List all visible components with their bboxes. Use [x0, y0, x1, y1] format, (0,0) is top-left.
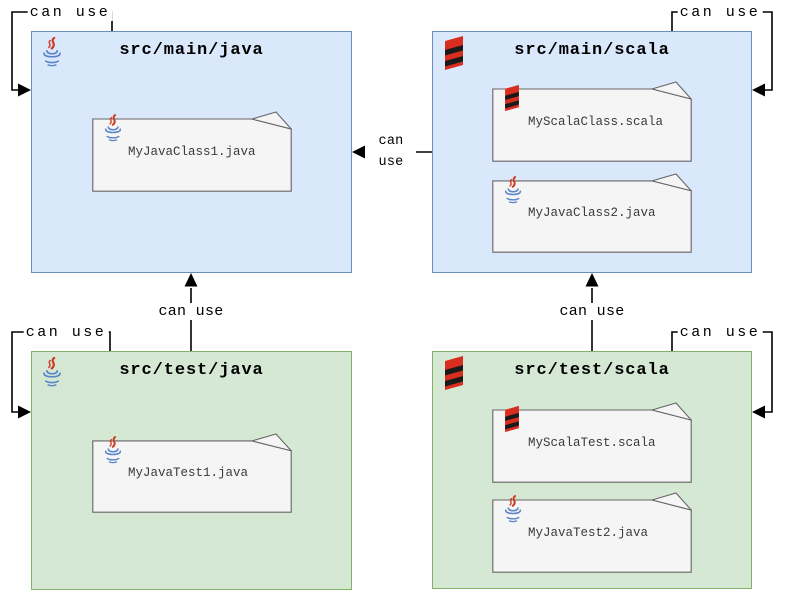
scala-icon	[502, 84, 522, 112]
edge-label-can-use: can use	[677, 4, 763, 21]
arrowhead	[18, 83, 31, 97]
edge-label-can-use: can use	[23, 324, 109, 341]
arrowhead	[352, 145, 365, 159]
edge-label-can-use: can use	[27, 4, 113, 21]
file-name: MyJavaClass1.java	[128, 144, 256, 159]
arrowhead	[752, 405, 765, 419]
arrowhead	[752, 83, 765, 97]
arrowhead	[18, 405, 31, 419]
source-set-box-main-java: src/main/java MyJavaClass1.java	[31, 31, 352, 273]
file-name: MyJavaClass2.java	[528, 206, 656, 220]
source-set-box-test-java: src/test/java MyJavaTest1.java	[31, 351, 352, 590]
java-icon	[102, 436, 124, 466]
source-set-box-test-scala: src/test/scala MyScalaTest.scala MyJavaT…	[432, 351, 752, 589]
source-set-title: src/main/scala	[514, 41, 670, 60]
java-icon	[502, 495, 524, 525]
scala-icon	[502, 405, 522, 433]
file-card-myjavaclass2: MyJavaClass2.java	[492, 173, 692, 253]
source-set-box-main-scala: src/main/scala MyScalaClass.scala MyJava…	[432, 31, 752, 273]
file-card-myjavatest2: MyJavaTest2.java	[492, 492, 692, 573]
file-name: MyJavaTest1.java	[128, 466, 249, 480]
file-card-myjavatest1: MyJavaTest1.java	[92, 433, 292, 513]
source-set-title: src/main/java	[119, 41, 264, 60]
arrowhead	[585, 273, 599, 287]
java-icon	[102, 114, 124, 144]
edge-label-can-use: can use	[156, 303, 226, 320]
file-card-myjavaclass1: MyJavaClass1.java	[92, 111, 292, 192]
arrowhead	[184, 273, 198, 287]
edge-label-can-use: can use	[677, 324, 763, 341]
java-icon	[502, 176, 524, 206]
edge-label-can-use: can use	[366, 131, 416, 173]
file-name: MyScalaClass.scala	[528, 114, 664, 129]
file-card-myscalatest: MyScalaTest.scala	[492, 402, 692, 483]
file-card-myscalaclass: MyScalaClass.scala	[492, 81, 692, 162]
source-set-title: src/test/java	[119, 361, 264, 380]
file-name: MyScalaTest.scala	[528, 435, 656, 450]
edge-label-can-use: can use	[557, 303, 627, 320]
file-name: MyJavaTest2.java	[528, 525, 649, 540]
source-set-title: src/test/scala	[514, 361, 670, 380]
